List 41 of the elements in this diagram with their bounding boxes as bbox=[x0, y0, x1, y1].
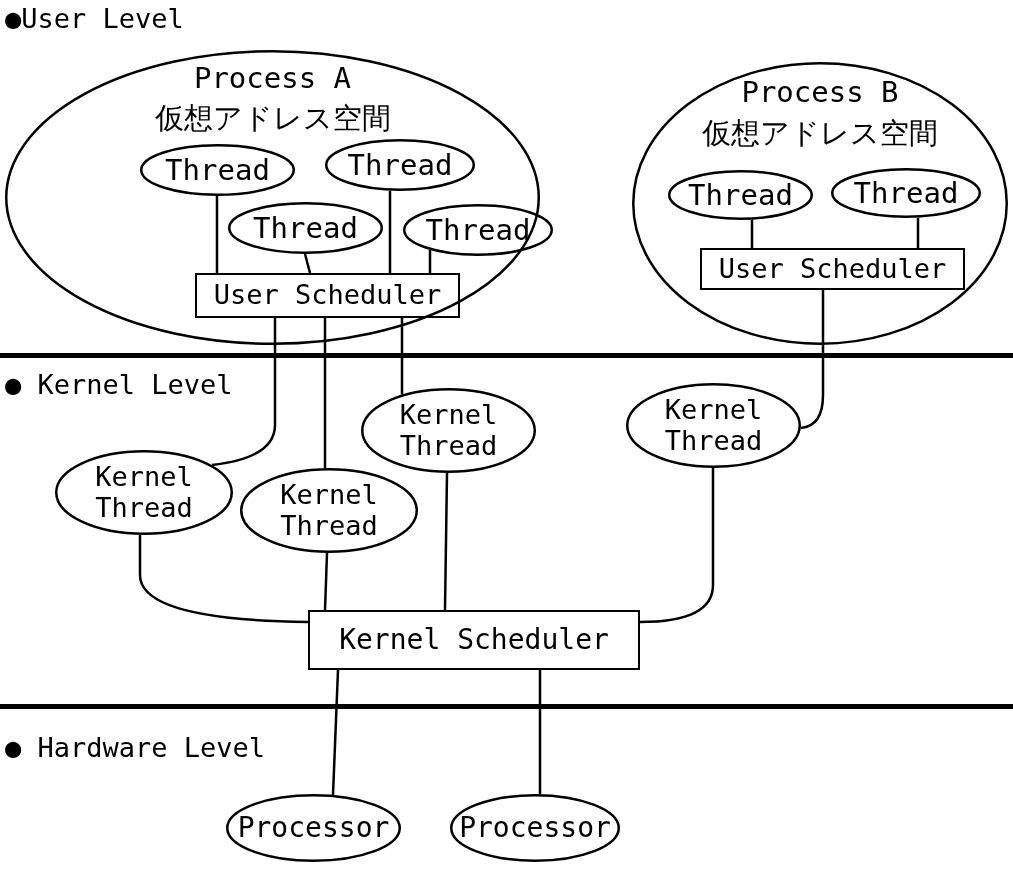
connector-line bbox=[443, 472, 449, 610]
connector-line bbox=[331, 669, 340, 795]
level-heading: ● Hardware Level bbox=[5, 732, 266, 765]
node-label: Thread bbox=[688, 178, 793, 212]
node-label: Thread bbox=[165, 153, 270, 187]
connector-line bbox=[303, 253, 312, 274]
process-subtitle: 仮想アドレス空間 bbox=[154, 100, 391, 137]
connector-line bbox=[538, 670, 542, 795]
level-heading: ●User Level bbox=[5, 3, 184, 36]
connector-line bbox=[400, 318, 404, 395]
node-label: Thread bbox=[853, 176, 959, 210]
connector-line bbox=[750, 219, 754, 248]
connector-line bbox=[800, 290, 825, 430]
node-label: Thread bbox=[425, 213, 531, 247]
node-label: User Scheduler bbox=[213, 280, 442, 311]
node-label: Processor bbox=[459, 812, 611, 844]
process-subtitle: 仮想アドレス空間 bbox=[702, 115, 938, 152]
node-label: Processor bbox=[237, 812, 390, 844]
scheduler-box bbox=[308, 610, 640, 670]
node-label: User Scheduler bbox=[718, 253, 947, 285]
connector-line bbox=[639, 468, 715, 624]
process-title: Process A bbox=[193, 60, 352, 97]
connector-line bbox=[138, 534, 309, 624]
connector-line bbox=[916, 217, 920, 248]
node-label: Thread bbox=[253, 211, 358, 245]
node-label: Kernel Thread bbox=[94, 462, 194, 523]
connector-line bbox=[428, 250, 432, 273]
connector-line bbox=[323, 552, 329, 611]
node-label: Kernel Scheduler bbox=[339, 624, 609, 656]
connector-line bbox=[211, 318, 277, 467]
connector-line bbox=[388, 190, 392, 273]
process-title: Process B bbox=[741, 74, 899, 111]
level-heading: ● Kernel Level bbox=[5, 369, 233, 402]
scheduler-box bbox=[700, 248, 965, 290]
connector-line bbox=[323, 318, 327, 469]
scheduler-box bbox=[195, 273, 460, 318]
node-label: Kernel Thread bbox=[279, 480, 379, 541]
node-label: Kernel Thread bbox=[398, 400, 499, 461]
connector-line bbox=[215, 196, 219, 273]
node-label: Thread bbox=[347, 148, 453, 182]
node-label: Kernel Thread bbox=[663, 395, 764, 456]
